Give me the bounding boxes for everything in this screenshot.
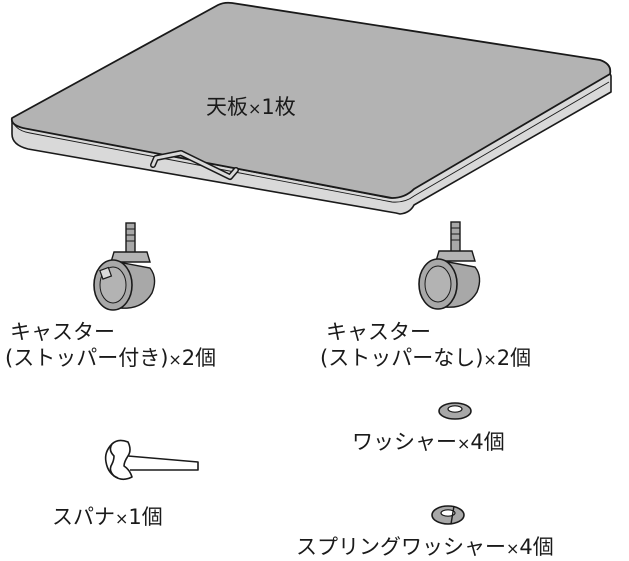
caster-with-stopper-label-line1: キャスター <box>10 320 115 344</box>
spring-washer-name: スプリングワッシャー <box>296 535 506 559</box>
caster-with-stopper-label-line2: (ストッパー付き)×2個 <box>5 346 216 372</box>
top-board-unit: 枚 <box>274 95 296 119</box>
caster-without-stopper-label-line2: (ストッパーなし)×2個 <box>320 346 531 372</box>
spring-washer-illustration <box>431 505 465 525</box>
multiply-sign: × <box>457 434 471 453</box>
spanner-label: スパナ×1個 <box>52 505 163 531</box>
spanner-qty: 1 <box>128 505 142 529</box>
caster-with-stopper-unit: 個 <box>195 346 217 370</box>
spring-washer-label: スプリングワッシャー×4個 <box>296 535 554 561</box>
washer-label: ワッシャー×4個 <box>352 430 505 456</box>
multiply-sign: × <box>483 350 497 369</box>
top-board-label: 天板×1枚 <box>206 95 296 121</box>
caster-without-stopper-note: (ストッパーなし) <box>320 346 484 370</box>
caster-without-stopper-unit: 個 <box>510 346 532 370</box>
caster-with-stopper-illustration <box>93 222 156 311</box>
washer-qty: 4 <box>470 430 484 454</box>
caster-with-stopper-note: (ストッパー付き) <box>5 346 169 370</box>
top-board-illustration <box>10 1 612 215</box>
spanner-name: スパナ <box>52 505 115 529</box>
caster-without-stopper-qty: 2 <box>496 346 511 370</box>
spring-washer-unit: 個 <box>532 535 554 559</box>
multiply-sign: × <box>248 99 262 118</box>
spanner-illustration <box>104 439 199 481</box>
top-board-qty: 1 <box>261 95 275 119</box>
washer-unit: 個 <box>483 430 505 454</box>
caster-without-stopper-illustration <box>418 221 481 310</box>
caster-without-stopper-label-line1: キャスター <box>326 320 431 344</box>
washer-name: ワッシャー <box>352 430 457 454</box>
spanner-unit: 個 <box>141 505 163 529</box>
washer-illustration <box>438 402 472 420</box>
multiply-sign: × <box>168 350 182 369</box>
top-board-name: 天板 <box>206 95 248 119</box>
multiply-sign: × <box>115 509 129 528</box>
spring-washer-qty: 4 <box>519 535 533 559</box>
multiply-sign: × <box>506 539 520 558</box>
caster-with-stopper-qty: 2 <box>181 346 196 370</box>
